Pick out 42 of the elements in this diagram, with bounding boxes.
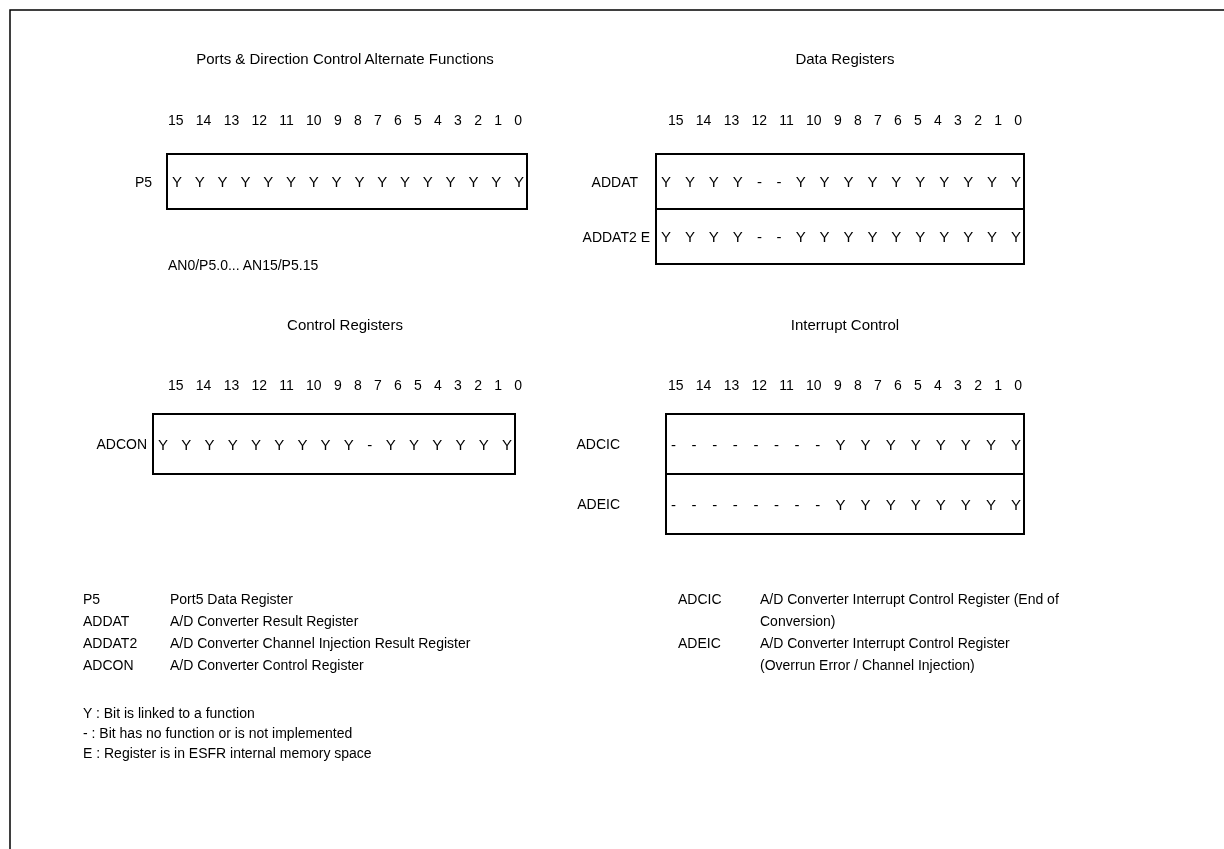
register-abbreviation: ADDAT (83, 612, 130, 630)
bit-flags: Y Y Y Y - - Y Y Y Y Y Y Y Y Y Y (661, 228, 1021, 245)
register-description: A/D Converter Interrupt Control Register (End of Conversion) (760, 590, 1060, 631)
register-abbreviation: ADCON (83, 656, 134, 674)
symbol-note: - : Bit has no function or is not implemented (83, 724, 353, 742)
bit-flags: Y Y Y Y Y Y Y Y Y - Y Y Y Y Y Y (158, 435, 512, 453)
bit-flags: Y Y Y Y Y Y Y Y Y Y Y Y Y Y Y Y (172, 173, 524, 190)
register-abbreviation: P5 (83, 590, 101, 608)
register-description: A/D Converter Result Register (170, 612, 359, 630)
bit-numbers: 15 14 13 12 11 10 9 8 7 6 5 4 3 2 1 0 (168, 376, 522, 394)
bit-flags: Y Y Y Y - - Y Y Y Y Y Y Y Y Y Y (661, 173, 1021, 190)
pin-note: AN0/P5.0... AN15/P5.15 (168, 256, 319, 274)
section-title: Control Registers (287, 316, 403, 334)
section-title: Interrupt Control (790, 316, 900, 334)
register-box (152, 413, 516, 475)
bit-numbers: 15 14 13 12 11 10 9 8 7 6 5 4 3 2 1 0 (668, 111, 1022, 129)
register-description: A/D Converter Channel Injection Result Register (170, 634, 471, 652)
register-box (665, 413, 1025, 475)
register-name: ADCIC (576, 435, 620, 453)
register-abbreviation: ADDAT2 (83, 634, 138, 652)
symbol-note: Y : Bit is linked to a function (83, 704, 255, 722)
register-box (665, 473, 1025, 535)
register-name: P5 (134, 172, 152, 191)
register-description: A/D Converter Control Register (170, 656, 364, 674)
symbol-note: E : Register is in ESFR internal memory space (83, 744, 372, 762)
register-name: ADDAT2 E (582, 227, 650, 246)
section-title: Data Registers (795, 50, 895, 68)
register-box (655, 153, 1025, 210)
bit-flags: - - - - - - - - Y Y Y Y Y Y Y Y (671, 495, 1021, 513)
bit-numbers: 15 14 13 12 11 10 9 8 7 6 5 4 3 2 1 0 (168, 111, 522, 129)
register-abbreviation: ADCIC (678, 590, 722, 608)
register-box (166, 153, 528, 210)
register-name: ADCON (96, 435, 147, 453)
register-description: Port5 Data Register (170, 590, 293, 608)
section-title: Ports & Direction Control Alternate Functions (196, 50, 494, 68)
register-name: ADDAT (591, 172, 638, 191)
register-box (655, 208, 1025, 265)
register-name: ADEIC (577, 495, 620, 513)
bit-numbers: 15 14 13 12 11 10 9 8 7 6 5 4 3 2 1 0 (668, 376, 1022, 394)
bit-flags: - - - - - - - - Y Y Y Y Y Y Y Y (671, 435, 1021, 453)
register-description: A/D Converter Interrupt Control Register (Overrun Error / Channel Injection) (760, 634, 1011, 675)
register-abbreviation: ADEIC (678, 634, 721, 652)
